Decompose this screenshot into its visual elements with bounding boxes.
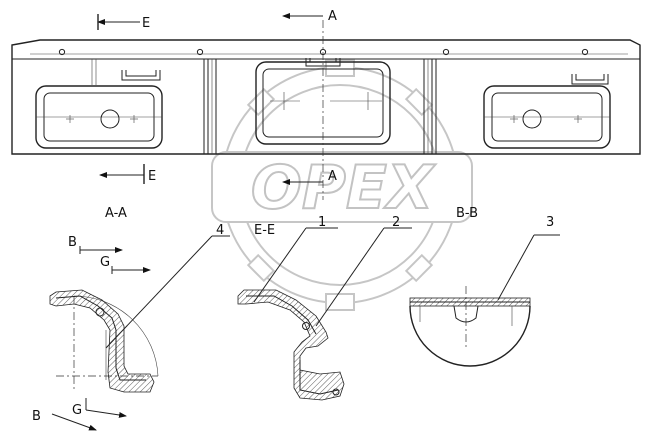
marker-e-bottom-label: E <box>148 169 156 184</box>
marker-a-mid-label: A <box>328 169 337 184</box>
leader-part-2: 2 <box>315 215 412 327</box>
view-title-aa: A-A <box>105 206 127 221</box>
section-ee <box>237 289 345 401</box>
section-bb <box>409 286 531 367</box>
part-number-1: 1 <box>318 215 326 230</box>
stiffener-ribs <box>91 59 437 154</box>
part-number-4: 4 <box>216 223 224 238</box>
right-lamp-recess <box>483 74 611 149</box>
cut-b-bottom: B <box>32 409 41 424</box>
marker-a-top-label: A <box>328 9 337 24</box>
leader-part-3: 3 <box>497 215 560 301</box>
left-lamp-recess <box>35 85 163 149</box>
section-marker-a-mid: A <box>282 169 337 185</box>
section-aa: B G B G <box>32 235 159 431</box>
front-view <box>11 20 641 200</box>
cut-b-top: B <box>68 235 77 250</box>
view-title-bb: B-B <box>456 206 478 221</box>
marker-e-top-label: E <box>142 16 150 31</box>
section-marker-a-top: A <box>282 9 337 24</box>
part-number-3: 3 <box>546 215 554 230</box>
cut-g-bottom: G <box>72 403 82 418</box>
leader-part-4: 4 <box>105 223 230 349</box>
watermark-logo: OPEX <box>211 59 473 311</box>
watermark-text: OPEX <box>251 153 436 223</box>
flange-holes <box>58 48 589 56</box>
view-title-ee: E-E <box>254 223 275 238</box>
cut-g-top: G <box>100 255 110 270</box>
part-number-2: 2 <box>392 215 400 230</box>
left-tow-hook <box>121 70 161 81</box>
section-marker-e-top: E <box>97 14 150 31</box>
section-marker-e-bottom: E <box>99 164 156 184</box>
